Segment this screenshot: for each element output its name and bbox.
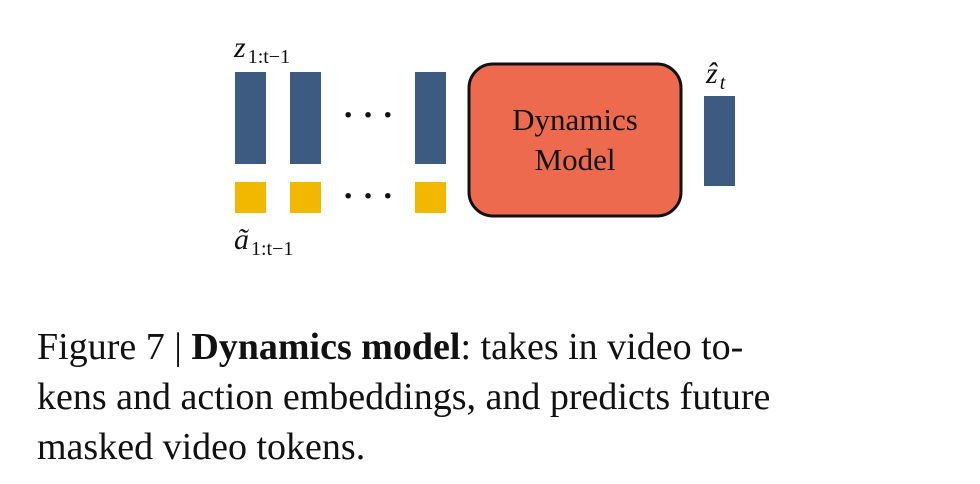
figure-caption: Figure 7 | Dynamics model: takes in vide… <box>37 322 967 472</box>
action-token-last <box>415 182 446 213</box>
caption-text-1: : takes in video to- <box>460 326 744 368</box>
action-token-2 <box>290 182 321 213</box>
caption-line-2: kens and action embeddings, and predicts… <box>37 376 771 418</box>
action-token-1 <box>235 182 266 213</box>
latent-token-last <box>415 72 446 164</box>
latent-token-1 <box>235 72 266 164</box>
model-box-label-line1: Dynamics <box>512 102 638 137</box>
latent-ellipsis: · · · <box>342 97 393 134</box>
caption-line-1: Figure 7 | Dynamics model: takes in vide… <box>37 322 967 372</box>
dynamics-model-box <box>467 62 683 218</box>
caption-line-3: masked video tokens. <box>37 426 366 468</box>
latent-token-2 <box>290 72 321 164</box>
action-ellipsis: · · · <box>342 178 393 215</box>
figure-number: Figure 7 | <box>37 326 192 368</box>
model-box-label-line2: Model <box>535 142 616 177</box>
caption-title: Dynamics model <box>191 326 461 368</box>
predicted-token <box>704 96 735 186</box>
